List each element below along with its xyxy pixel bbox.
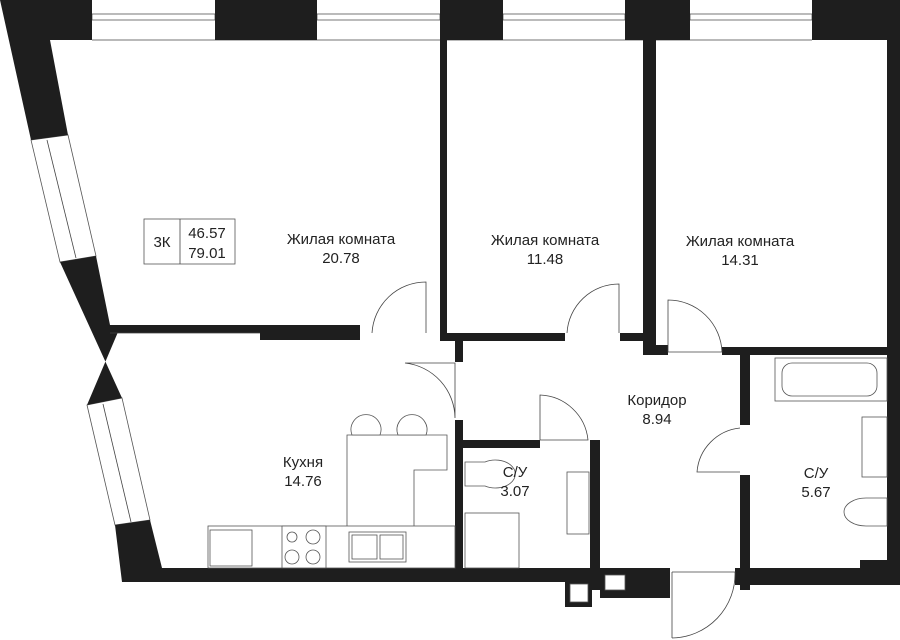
room-name: Жилая комната <box>686 233 795 250</box>
room-area: 20.78 <box>322 250 360 267</box>
badge-rooms: 3К <box>153 234 170 251</box>
room-area: 8.94 <box>642 411 671 428</box>
room-area: 14.31 <box>721 252 759 269</box>
room-area: 11.48 <box>527 251 563 268</box>
walls <box>0 0 900 607</box>
badge-living-area: 46.57 <box>188 225 226 242</box>
room-area: 14.76 <box>284 473 322 490</box>
room-name: С/У <box>804 465 829 482</box>
room-name: Жилая комната <box>491 232 600 249</box>
room-name: Коридор <box>627 392 686 409</box>
apartment-badge: 3К 46.57 79.01 <box>143 218 236 265</box>
room-name: С/У <box>503 464 528 481</box>
room-name: Жилая комната <box>287 231 396 248</box>
room-labels: Жилая комната 20.78 Жилая комната 11.48 … <box>283 231 831 501</box>
badge-total-area: 79.01 <box>188 245 226 262</box>
doors <box>110 281 741 639</box>
room-area: 5.67 <box>801 484 830 501</box>
windows <box>30 13 813 526</box>
kitchen-fixtures <box>207 414 456 569</box>
room-area: 3.07 <box>500 483 529 500</box>
room-name: Кухня <box>283 454 323 471</box>
bathroom-fixtures <box>464 357 888 569</box>
